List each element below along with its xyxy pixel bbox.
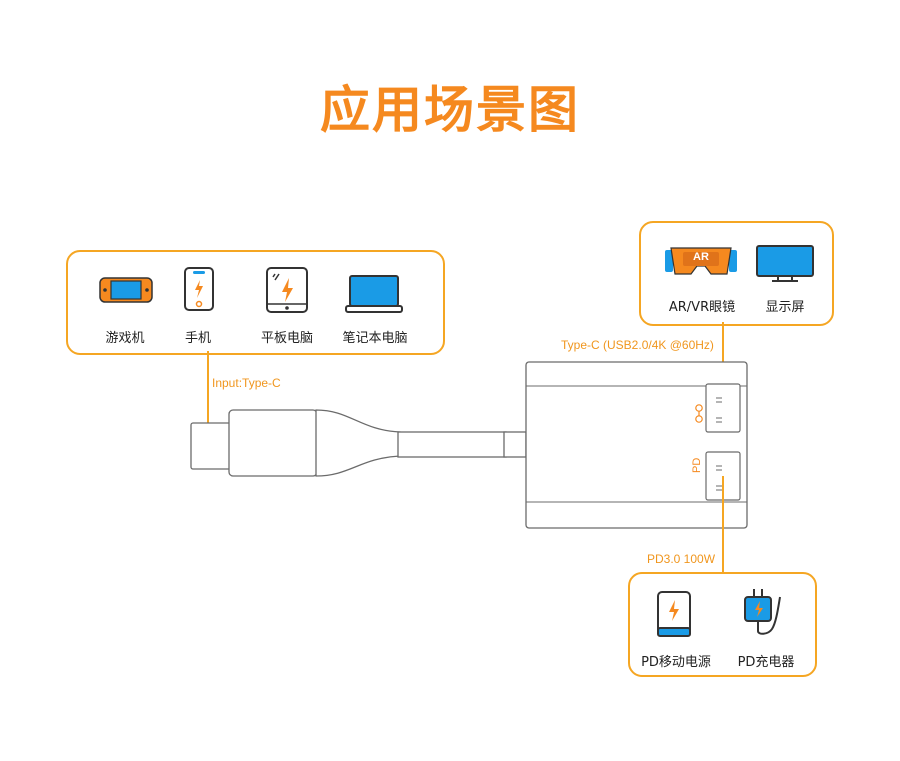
input-connector-line bbox=[207, 351, 209, 433]
charger-icon bbox=[742, 587, 786, 641]
ar-glasses-icon: AR bbox=[665, 244, 737, 282]
cable bbox=[397, 431, 507, 458]
usb-c-plug-body bbox=[228, 409, 318, 477]
input-type-c-label: Input:Type-C bbox=[212, 376, 281, 390]
pd-connector-line bbox=[722, 476, 724, 574]
cable-collar bbox=[503, 431, 527, 458]
device-label-game-console: 游戏机 bbox=[105, 331, 145, 346]
pd-power-label: PD3.0 100W bbox=[647, 552, 716, 566]
ar-badge: AR bbox=[693, 251, 709, 263]
type-c-output-label: Type-C (USB2.0/4K @60Hz) bbox=[561, 338, 714, 352]
pd-port-mark: PD bbox=[691, 457, 703, 473]
device-label-phone: 手机 bbox=[184, 331, 211, 346]
monitor-icon bbox=[756, 245, 814, 287]
game-console-icon bbox=[99, 274, 153, 308]
device-label-charger: PD充电器 bbox=[737, 655, 795, 670]
device-label-monitor: 显示屏 bbox=[765, 300, 805, 315]
strain-relief bbox=[315, 409, 401, 477]
phone-icon bbox=[183, 266, 215, 316]
glasses-port-mark bbox=[695, 404, 703, 423]
power-bank-icon bbox=[656, 590, 692, 642]
type-c-port bbox=[705, 383, 741, 433]
hub-body bbox=[525, 361, 748, 529]
page-title: 应用场景图 bbox=[320, 81, 580, 139]
usb-c-plug-tip bbox=[190, 422, 232, 470]
device-label-ar-vr-glasses: AR/VR眼镜 bbox=[668, 300, 736, 315]
tablet-icon bbox=[265, 266, 309, 318]
laptop-icon bbox=[345, 274, 403, 318]
device-label-power-bank: PD移动电源 bbox=[641, 655, 711, 670]
device-label-laptop: 笔记本电脑 bbox=[342, 331, 408, 346]
device-label-tablet: 平板电脑 bbox=[260, 331, 313, 346]
